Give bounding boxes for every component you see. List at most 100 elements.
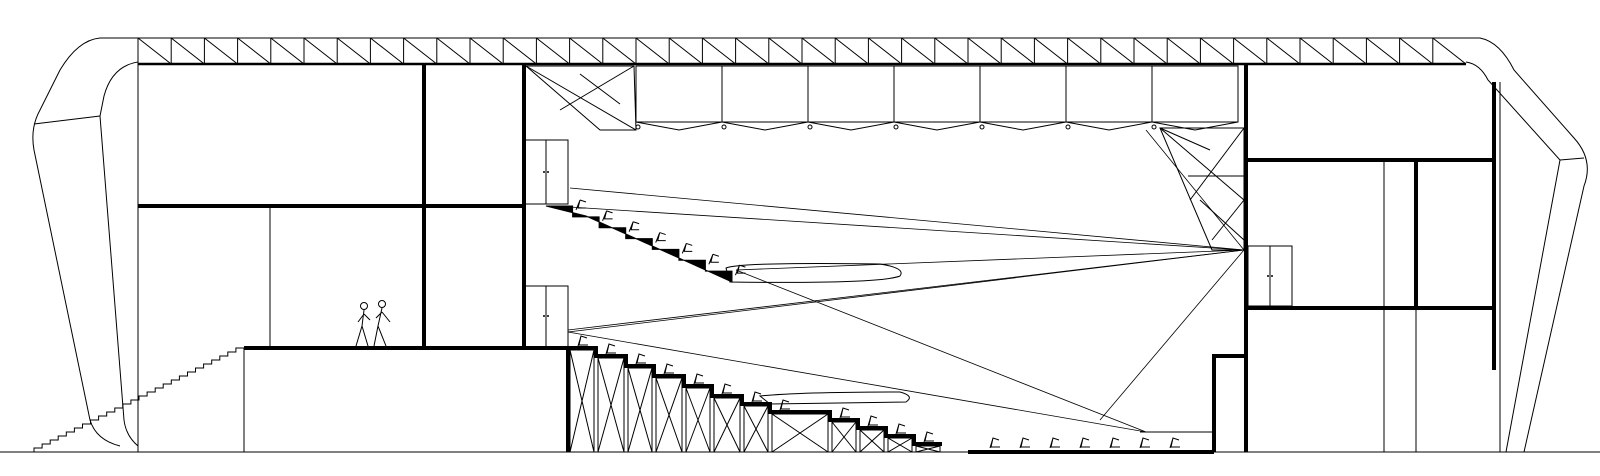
auditorium-seat <box>1169 437 1180 449</box>
person-figure <box>373 300 391 347</box>
truss-diagonal <box>270 37 305 65</box>
rake-cell-brace <box>627 367 653 453</box>
truss-diagonal <box>967 37 1002 65</box>
truss-diagonal <box>1166 37 1201 65</box>
rake-cell-brace <box>915 445 941 453</box>
auditorium-seat <box>895 423 906 435</box>
reflector <box>635 121 723 131</box>
truss-diagonal <box>602 37 637 65</box>
rake-cell-brace <box>771 413 829 453</box>
balcony-seat <box>575 199 587 211</box>
ceiling-panel <box>1151 65 1239 123</box>
truss-diagonal <box>1332 37 1367 65</box>
ceiling-panel <box>979 65 1067 123</box>
truss-diagonal <box>702 37 736 65</box>
right-facade <box>1465 37 1588 453</box>
panel-fixing <box>979 124 985 130</box>
truss-diagonal <box>1100 37 1135 65</box>
balcony-seat <box>602 210 613 222</box>
ceiling-panel <box>893 65 981 123</box>
reflector <box>721 121 809 131</box>
truss-diagonal <box>834 37 869 65</box>
auditorium-seat <box>989 437 1000 449</box>
rake-cell-brace <box>597 357 625 453</box>
lobby-block <box>138 64 568 350</box>
sightlines <box>553 129 1245 433</box>
balcony-seat <box>655 232 666 243</box>
rake-cell-brace <box>685 387 711 453</box>
rake-cell <box>655 377 683 453</box>
ceiling-panel <box>635 65 723 123</box>
truss-diagonal <box>1299 37 1334 65</box>
truss-diagonal <box>436 37 471 65</box>
ceiling-panel <box>721 65 809 123</box>
truss-diagonal <box>1034 37 1068 65</box>
truss-diagonal <box>336 37 371 65</box>
auditorium-seat <box>1019 437 1030 449</box>
auditorium-seat <box>923 431 934 443</box>
auditorium-seat <box>1049 437 1060 449</box>
reflector <box>1151 121 1239 131</box>
rake-cell-brace <box>859 429 885 453</box>
truss-diagonal <box>1133 37 1168 65</box>
truss-diagonal <box>801 37 836 65</box>
entrance-stair <box>33 347 245 452</box>
panel-fixing <box>635 124 641 130</box>
auditorium-seat <box>577 335 588 347</box>
truss-diagonal <box>1000 37 1035 65</box>
rake-cell <box>627 367 653 453</box>
rake-cell <box>859 429 885 453</box>
reflector <box>807 121 895 131</box>
truss-diagonal <box>1200 37 1234 65</box>
truss-diagonal <box>502 37 537 65</box>
truss-diagonal <box>303 37 338 65</box>
truss-diagonal <box>868 37 902 65</box>
lower-rake <box>566 335 1215 454</box>
auditorium-seat <box>635 353 646 365</box>
door-upper-left <box>523 139 569 205</box>
backstage-block <box>1212 64 1494 452</box>
rake-cell <box>831 421 857 453</box>
truss-diagonal <box>569 37 604 65</box>
auditorium-seat <box>1139 437 1150 449</box>
person-figure <box>355 302 371 347</box>
reflector <box>979 121 1067 131</box>
rake-cell <box>569 349 595 453</box>
ceiling-panel <box>1065 65 1153 123</box>
reflector <box>893 121 981 131</box>
truss-diagonal <box>1266 37 1301 65</box>
rake-cell <box>713 397 741 453</box>
rake-cell-brace <box>569 349 595 453</box>
panel-fixing <box>1065 124 1071 130</box>
truss-diagonal <box>635 37 670 65</box>
truss-diagonal <box>469 37 504 65</box>
rake-cell <box>887 437 913 453</box>
truss-diagonal <box>170 37 205 65</box>
truss-diagonal <box>1233 37 1268 65</box>
truss-diagonal <box>403 37 438 65</box>
rake-cell-brace <box>713 397 741 453</box>
balcony-seat <box>628 221 640 232</box>
truss-diagonal <box>934 37 969 65</box>
truss-diagonal <box>1366 37 1400 65</box>
stage-truss <box>1159 127 1245 251</box>
balcony-seat <box>681 242 693 254</box>
auditorium-seat <box>693 373 704 385</box>
lobby-figures <box>355 300 391 347</box>
auditorium-seat <box>605 343 616 355</box>
rake-cell-brace <box>655 377 683 453</box>
auditorium-seat <box>779 399 790 411</box>
truss-diagonal <box>901 37 936 65</box>
door-lower-left <box>523 285 569 349</box>
panel-fixing <box>893 124 899 130</box>
truss-diagonal <box>1432 37 1467 65</box>
rake-cell <box>597 357 625 453</box>
ceiling-panels <box>524 65 1239 131</box>
auditorium-seat <box>1079 437 1090 449</box>
truss-diagonal <box>237 37 272 65</box>
door-right <box>1247 245 1293 307</box>
rake-cell-brace <box>743 405 769 453</box>
balcony-seat <box>734 264 746 276</box>
rake-cell-brace <box>887 437 913 453</box>
